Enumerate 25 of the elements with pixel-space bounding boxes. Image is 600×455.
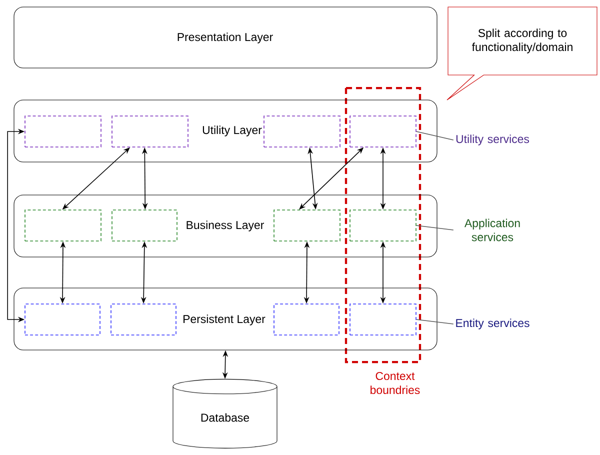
boundary-label: Context boundries	[370, 372, 420, 394]
layer-box: Persistent Layer	[14, 288, 438, 350]
dashed-box	[264, 116, 340, 148]
service-label: Application services	[464, 218, 520, 242]
dashed-box	[274, 210, 340, 242]
layer-box: Presentation Layer	[14, 6, 438, 68]
callout-box: Split according to functionality/domain	[446, 6, 598, 100]
layer-box: Business Layer	[14, 194, 438, 258]
layer-box: Utility Layer	[14, 100, 438, 162]
dashed-box	[350, 304, 416, 336]
dashed-box	[350, 116, 416, 148]
dashed-box	[24, 116, 102, 148]
dashed-box	[24, 304, 100, 336]
dashed-box	[350, 210, 416, 242]
dashed-box	[112, 210, 178, 242]
service-label: Utility services	[456, 134, 530, 146]
dashed-box	[274, 304, 340, 336]
leader-line	[416, 319, 454, 324]
dashed-box	[110, 304, 176, 336]
service-label: Entity services	[456, 318, 530, 330]
dashed-box	[24, 210, 102, 242]
leader-line	[416, 225, 454, 230]
dashed-box	[112, 116, 188, 148]
leader-line	[416, 131, 454, 140]
database-cylinder: Database	[172, 378, 278, 448]
